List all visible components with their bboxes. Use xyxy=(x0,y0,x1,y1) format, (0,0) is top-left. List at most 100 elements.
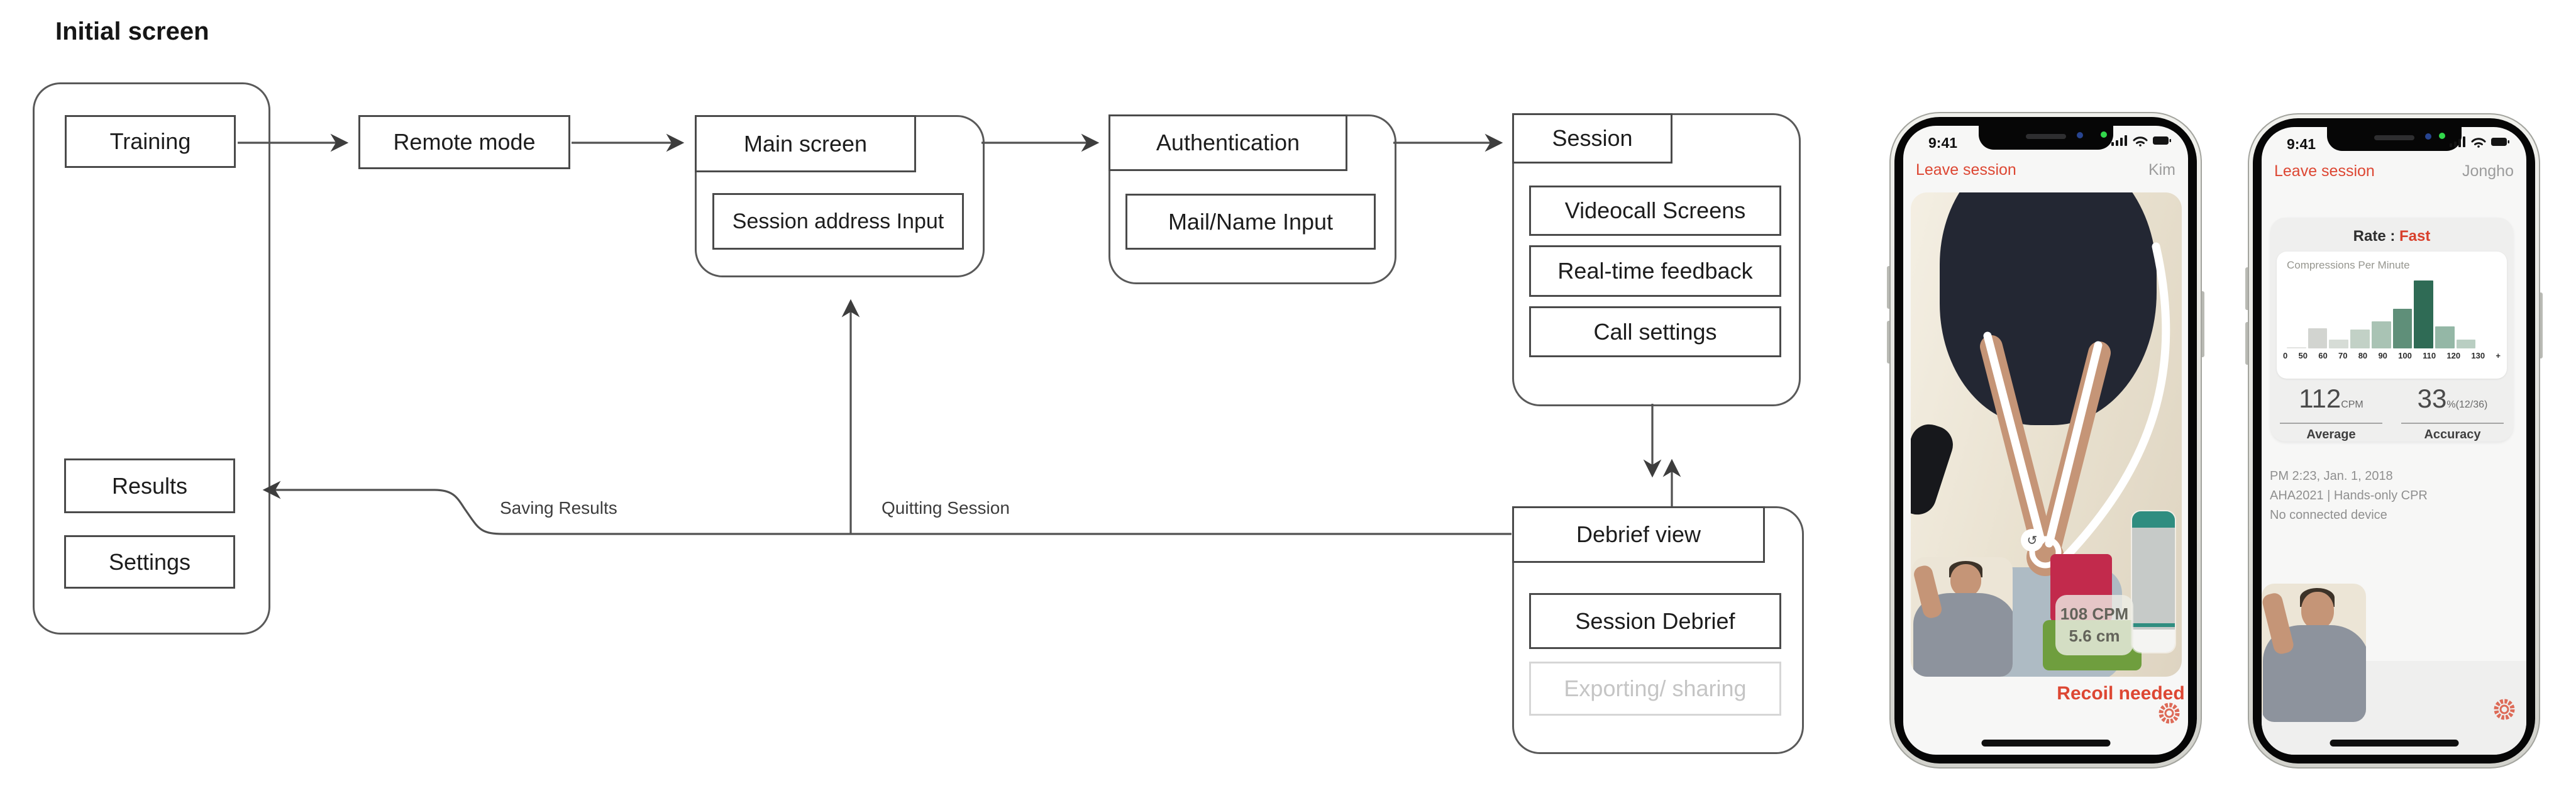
cellular-signal-icon xyxy=(2111,135,2127,146)
call-navbar: Leave session Jongho xyxy=(2262,162,2526,185)
volume-button[interactable] xyxy=(1887,266,1891,309)
average-value: 112CPM xyxy=(2299,384,2363,413)
accuracy-value: 33%(12/36) xyxy=(2417,384,2488,413)
participant-name: Jongho xyxy=(2462,162,2514,180)
histogram-bar xyxy=(2414,280,2433,348)
average-label: Average xyxy=(2306,428,2356,441)
histogram-bar xyxy=(2350,329,2370,348)
histogram-bar xyxy=(2371,321,2391,348)
histogram-title: Compressions Per Minute xyxy=(2287,259,2410,271)
leave-session-button[interactable]: Leave session xyxy=(2274,162,2375,180)
node-session-debrief: Session Debrief xyxy=(1529,593,1781,649)
node-main-screen: Main screen xyxy=(695,115,916,172)
axis-tick-label: + xyxy=(2496,351,2501,360)
axis-tick-label: 0 xyxy=(2283,351,2288,360)
status-time: 9:41 xyxy=(2287,136,2316,152)
feedback-alert: Recoil needed xyxy=(2057,683,2185,704)
cellular-signal-icon xyxy=(2450,136,2465,147)
node-settings: Settings xyxy=(64,535,235,589)
session-protocol: AHA2021 | Hands-only CPR xyxy=(2270,489,2428,502)
accuracy-unit: %(12/36) xyxy=(2446,399,2488,410)
rate-label: Rate : xyxy=(2353,228,2396,245)
axis-tick-label: 120 xyxy=(2446,351,2461,360)
front-camera-icon xyxy=(2424,133,2431,140)
power-button[interactable] xyxy=(2538,292,2543,358)
axis-tick-label: 100 xyxy=(2398,351,2412,360)
wifi-icon xyxy=(2471,138,2486,148)
volume-button[interactable] xyxy=(2245,267,2250,310)
phone-left: 9:41 Leave session Kim xyxy=(1887,112,2204,769)
settings-gear-icon[interactable] xyxy=(2491,696,2518,723)
axis-tick-label: 60 xyxy=(2318,351,2328,360)
volume-button[interactable] xyxy=(1887,321,1891,364)
self-view-thumbnail[interactable] xyxy=(2262,584,2366,722)
axis-tick-label: 90 xyxy=(2378,351,2387,360)
figure-heading: Initial screen xyxy=(55,18,209,45)
histogram-bar xyxy=(2435,326,2455,348)
node-debrief-view: Debrief view xyxy=(1512,506,1765,563)
gauge-top-cap xyxy=(2132,511,2175,528)
histogram-bar xyxy=(2308,328,2328,348)
node-remote-mode: Remote mode xyxy=(358,115,570,169)
node-mail-name-input: Mail/Name Input xyxy=(1125,194,1376,250)
battery-icon xyxy=(2153,136,2171,145)
camera-flip-icon[interactable]: ↺ xyxy=(2021,529,2043,552)
node-exporting-sharing: Exporting/ sharing xyxy=(1529,662,1781,716)
accuracy-label: Accuracy xyxy=(2424,428,2481,441)
histogram-bar xyxy=(2329,339,2349,348)
histogram-bar xyxy=(2456,339,2476,348)
session-meta: PM 2:23, Jan. 1, 2018 AHA2021 | Hands-on… xyxy=(2270,467,2428,525)
camera-active-dot-icon xyxy=(2101,131,2107,138)
home-indicator[interactable] xyxy=(1981,740,2110,747)
histogram-bar xyxy=(2287,347,2306,348)
phone-screen: 9:41 Leave session Kim xyxy=(1903,126,2188,755)
power-button[interactable] xyxy=(2200,291,2204,357)
axis-tick-label: 80 xyxy=(2358,351,2368,360)
node-results: Results xyxy=(64,458,235,513)
cpm-histogram-bars xyxy=(2287,280,2497,348)
volume-button[interactable] xyxy=(2245,322,2250,365)
gauge-lower-zone xyxy=(2132,630,2175,652)
settings-gear-icon[interactable] xyxy=(2156,700,2182,726)
node-session-address-input: Session address Input xyxy=(712,193,964,250)
device-status: No connected device xyxy=(2270,508,2387,522)
rate-value-fast: Fast xyxy=(2399,228,2431,245)
divider xyxy=(2401,423,2504,424)
speaker-icon xyxy=(2374,135,2414,140)
rate-value: 108 CPM xyxy=(2060,604,2129,623)
node-authentication: Authentication xyxy=(1108,114,1347,171)
self-view-thumbnail[interactable] xyxy=(1912,557,2013,677)
axis-tick-label: 70 xyxy=(2338,351,2348,360)
phone-right: 9:41 Leave session Jongho xyxy=(2245,113,2543,769)
node-realtime-feedback: Real-time feedback xyxy=(1529,245,1781,297)
participant-name: Kim xyxy=(2148,161,2175,179)
wifi-icon xyxy=(2133,136,2148,147)
notch xyxy=(1978,126,2113,150)
status-icons xyxy=(2439,132,2510,148)
node-training: Training xyxy=(65,115,236,168)
arrow-saving-results xyxy=(262,480,1512,535)
rate-summary: Rate : Fast xyxy=(2270,228,2513,245)
session-datetime: PM 2:23, Jan. 1, 2018 xyxy=(2270,469,2393,483)
cpr-metrics-badge: 108 CPM 5.6 cm xyxy=(2055,595,2133,655)
stats-row: 112CPM Average 33%(12/36) Accuracy xyxy=(2270,386,2513,442)
status-time: 9:41 xyxy=(1928,135,1958,151)
leave-session-button[interactable]: Leave session xyxy=(1916,161,2016,179)
axis-tick-label: 110 xyxy=(2423,351,2436,360)
histogram-bar xyxy=(2392,309,2413,348)
stat-average: 112CPM Average xyxy=(2270,386,2392,442)
remote-video-feed: 108 CPM 5.6 cm ↺ xyxy=(1911,192,2182,677)
edge-label-quitting-session: Quitting Session xyxy=(882,498,1010,518)
person-head xyxy=(2301,592,2334,630)
status-icons xyxy=(2101,131,2172,147)
speaker-icon xyxy=(2025,134,2066,139)
home-indicator[interactable] xyxy=(2330,740,2458,747)
gauge-target-mark xyxy=(2132,623,2175,627)
phone-screen: 9:41 Leave session Jongho xyxy=(2262,127,2526,755)
front-camera-icon xyxy=(2076,132,2083,138)
axis-tick-label: 130 xyxy=(2471,351,2485,360)
